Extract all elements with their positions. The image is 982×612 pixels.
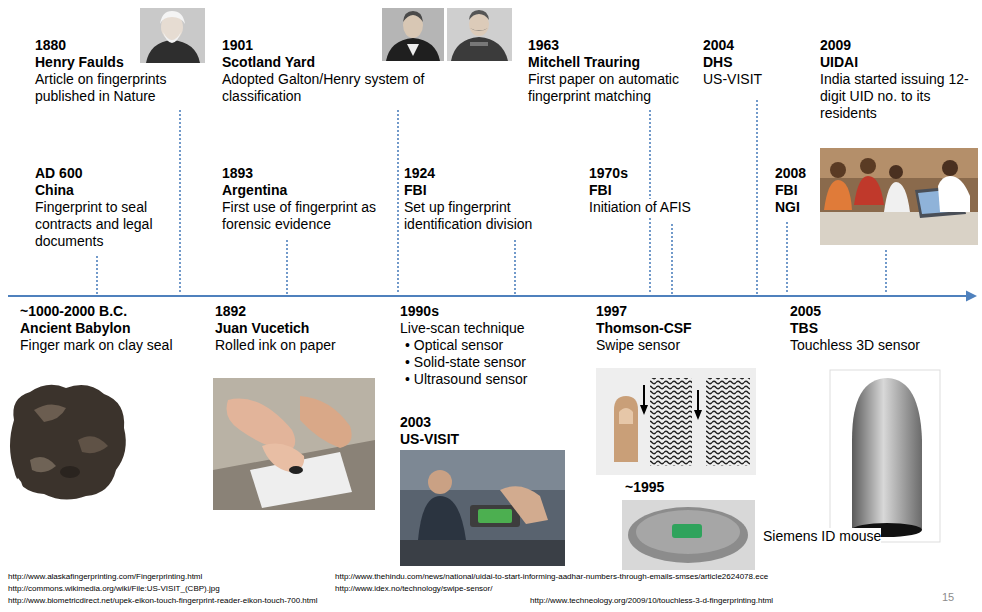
timeline-year: AD 600 (35, 165, 82, 182)
event-name: FBI (775, 182, 798, 199)
bullet-item: • Optical sensor (400, 337, 503, 354)
event-description: Finger mark on clay seal (20, 337, 173, 354)
id-mouse-photo (622, 500, 755, 570)
source-url: http://www.thehindu.com/news/national/ui… (335, 571, 768, 583)
bullet-item: • Ultrasound sensor (400, 371, 527, 388)
timeline-entry: http://www.biometricdirect.net/upek-eiko… (8, 595, 317, 607)
rolled-ink-photo (213, 378, 375, 510)
portrait-photo (140, 8, 205, 63)
us-visit-photo (400, 450, 565, 566)
timeline-entry: 2003US-VISIT (400, 414, 510, 448)
page-number: 15 (942, 590, 954, 604)
event-description: Set up fingerprint identification divisi… (404, 199, 564, 233)
timeline-year: 2008 (775, 165, 806, 182)
timeline-year: 2004 (703, 37, 734, 54)
source-url: http://www.biometricdirect.net/upek-eiko… (8, 595, 317, 607)
event-description: Touchless 3D sensor (790, 337, 920, 354)
timeline-entry: 15 (942, 590, 972, 604)
source-url: http://www.idex.no/technology/swipe-sens… (335, 583, 492, 595)
event-description: India started issuing 12-digit UID no. t… (820, 71, 977, 122)
timeline-entry: AD 600ChinaFingerprint to seal contracts… (35, 165, 175, 250)
timeline-year: 1924 (404, 165, 435, 182)
event-description: Initiation of AFIS (589, 199, 691, 216)
timeline-entry: 2009UIDAIIndia started issuing 12-digit … (820, 37, 977, 122)
event-name: Juan Vucetich (215, 320, 309, 337)
event-description: US-VISIT (703, 71, 762, 88)
event-description: Live-scan technique (400, 320, 525, 337)
portrait-photo (382, 8, 444, 61)
event-description: Rolled ink on paper (215, 337, 336, 354)
timeline-entry: 2008FBINGI (775, 165, 819, 216)
enrolment-photo (820, 148, 978, 245)
timeline-year: 1901 (222, 37, 253, 54)
timeline-entry: 2005TBSTouchless 3D sensor (790, 303, 970, 354)
portrait-photo (447, 8, 512, 61)
swipe-sensor-figure (596, 368, 756, 475)
event-name: FBI (589, 182, 612, 199)
timeline-entry: 1880Henry FauldsArticle on fingerprints … (35, 37, 185, 105)
event-name: DHS (703, 54, 733, 71)
timeline-year: 2009 (820, 37, 851, 54)
event-name: UIDAI (820, 54, 858, 71)
timeline-entry: http://www.techneology.org/2009/10/touch… (530, 595, 773, 607)
timeline-year: 1997 (596, 303, 627, 320)
timeline-entry: http://www.thehindu.com/news/national/ui… (335, 571, 768, 583)
timeline-year: 1880 (35, 37, 66, 54)
event-name: China (35, 182, 74, 199)
event-description: Adopted Galton/Henry system of classific… (222, 71, 434, 105)
timeline-entry: 1924FBISet up fingerprint identification… (404, 165, 564, 233)
event-name: Henry Faulds (35, 54, 124, 71)
timeline-year: 1963 (528, 37, 559, 54)
event-name: Scotland Yard (222, 54, 315, 71)
event-description: Article on fingerprints published in Nat… (35, 71, 185, 105)
timeline-entry: 2004DHSUS-VISIT (703, 37, 815, 88)
timeline-year: 1970s (589, 165, 628, 182)
event-name: TBS (790, 320, 818, 337)
event-description: Swipe sensor (596, 337, 680, 354)
event-name: Mitchell Trauring (528, 54, 640, 71)
timeline-entry: ~1995 (625, 479, 695, 496)
timeline-year: 1892 (215, 303, 246, 320)
timeline-year: ~1995 (625, 479, 664, 496)
timeline-year: 2005 (790, 303, 821, 320)
event-description: First use of fingerprint as forensic evi… (222, 199, 392, 233)
timeline-axis (8, 291, 977, 302)
timeline-entry: ~1000-2000 B.C.Ancient BabylonFinger mar… (20, 303, 205, 354)
source-url: http://commons.wikimedia.org/wiki/File:U… (8, 583, 220, 595)
timeline-year: 1893 (222, 165, 253, 182)
dotted-leader-lines (97, 100, 886, 294)
timeline-entry: Siemens ID mouse (763, 528, 913, 545)
timeline-entry: 1997Thomson-CSFSwipe sensor (596, 303, 766, 354)
event-description: First paper on automatic fingerprint mat… (528, 71, 700, 105)
timeline-entry: http://www.alaskafingerprinting.com/Fing… (8, 571, 202, 583)
timeline-year: 1990s (400, 303, 439, 320)
source-url: http://www.alaskafingerprinting.com/Fing… (8, 571, 202, 583)
timeline-entry: 1963Mitchell TrauringFirst paper on auto… (528, 37, 700, 105)
timeline-entry: http://commons.wikimedia.org/wiki/File:U… (8, 583, 220, 595)
timeline-year: 2003 (400, 414, 431, 431)
event-description: Siemens ID mouse (763, 528, 881, 545)
timeline-year: ~1000-2000 B.C. (20, 303, 127, 320)
timeline-entry: 1893ArgentinaFirst use of fingerprint as… (222, 165, 392, 233)
timeline-entry: 1892Juan VucetichRolled ink on paper (215, 303, 387, 354)
timeline-entry: http://www.idex.no/technology/swipe-sens… (335, 583, 492, 595)
event-name: Argentina (222, 182, 287, 199)
event-name: Thomson-CSF (596, 320, 692, 337)
timeline-entry: 1901Scotland YardAdopted Galton/Henry sy… (222, 37, 434, 105)
event-name: US-VISIT (400, 431, 459, 448)
clay-seal-photo (10, 385, 126, 500)
touchless-3d-figure (830, 370, 940, 542)
event-name: NGI (775, 199, 800, 216)
bullet-item: • Solid-state sensor (400, 354, 526, 371)
event-name: Ancient Babylon (20, 320, 130, 337)
event-name: FBI (404, 182, 427, 199)
timeline-entry: 1970sFBIInitiation of AFIS (589, 165, 729, 216)
timeline-entry: 1990sLive-scan technique• Optical sensor… (400, 303, 585, 388)
event-description: Fingerprint to seal contracts and legal … (35, 199, 175, 250)
source-url: http://www.techneology.org/2009/10/touch… (530, 595, 773, 607)
